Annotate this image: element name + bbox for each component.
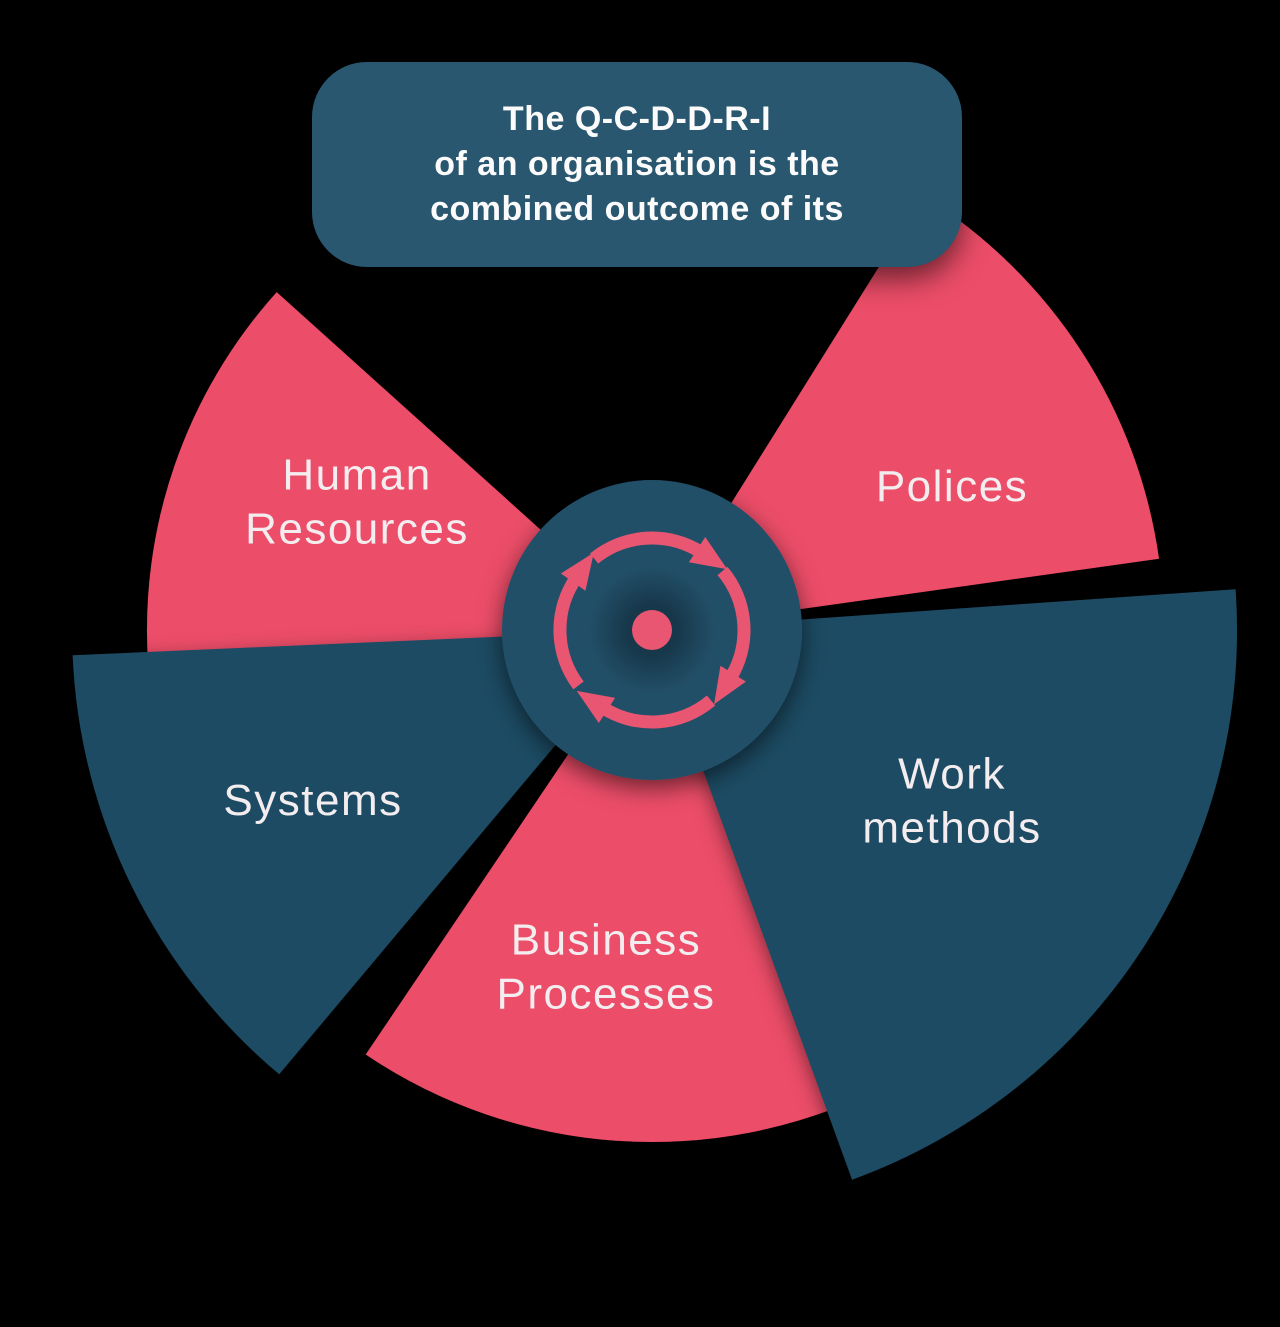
cycle-arc-right (714, 566, 751, 705)
cycle-arc-top (590, 531, 728, 570)
wedge-polices (652, 195, 1159, 631)
cycle-arrows-icon (553, 531, 751, 729)
hub (502, 480, 802, 780)
wedge-business-processes (365, 630, 877, 1143)
center-dot (632, 610, 672, 650)
wedge-systems (72, 630, 653, 1075)
cycle-arc-left (553, 552, 594, 690)
wedge-work-methods (652, 589, 1238, 1180)
cycle-arc-bottom (576, 690, 716, 729)
title-text: The Q-C-D-D-R-I of an organisation is th… (430, 100, 844, 228)
title-box: The Q-C-D-D-R-I of an organisation is th… (312, 62, 962, 267)
